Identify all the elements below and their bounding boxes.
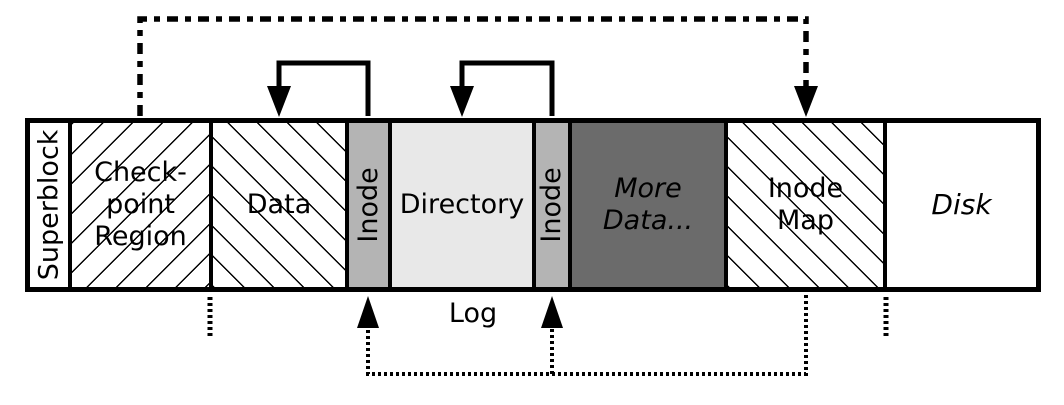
- arrow-checkpoint-to-inode-map: [137, 16, 818, 117]
- segment-inode-2: Inode: [532, 123, 568, 287]
- arrow-inode1-to-data: [267, 60, 371, 117]
- superblock-label: Superblock: [33, 129, 65, 281]
- log-label: Log: [448, 298, 498, 329]
- inode-1-label: Inode: [352, 167, 384, 243]
- disk-label: Disk: [931, 188, 992, 222]
- disk-bar: Superblock Check- point Region Data Inod…: [25, 118, 1041, 292]
- segment-directory: Directory: [388, 123, 532, 287]
- arrow-inode2-to-directory: [450, 60, 555, 117]
- segment-disk: Disk: [883, 123, 1036, 287]
- more-data-label: More Data...: [602, 173, 694, 236]
- inode-map-label: Inode Map: [767, 173, 844, 236]
- segment-superblock: Superblock: [30, 123, 68, 287]
- data-label: Data: [246, 189, 312, 221]
- checkpoint-region-label: Check- point Region: [94, 157, 187, 252]
- inode-2-label: Inode: [536, 167, 568, 243]
- segment-inode-map: Inode Map: [724, 123, 883, 287]
- segment-inode-1: Inode: [345, 123, 388, 287]
- directory-label: Directory: [399, 189, 525, 221]
- segment-data: Data: [209, 123, 345, 287]
- segment-checkpoint-region: Check- point Region: [68, 123, 209, 287]
- segment-more-data: More Data...: [568, 123, 724, 287]
